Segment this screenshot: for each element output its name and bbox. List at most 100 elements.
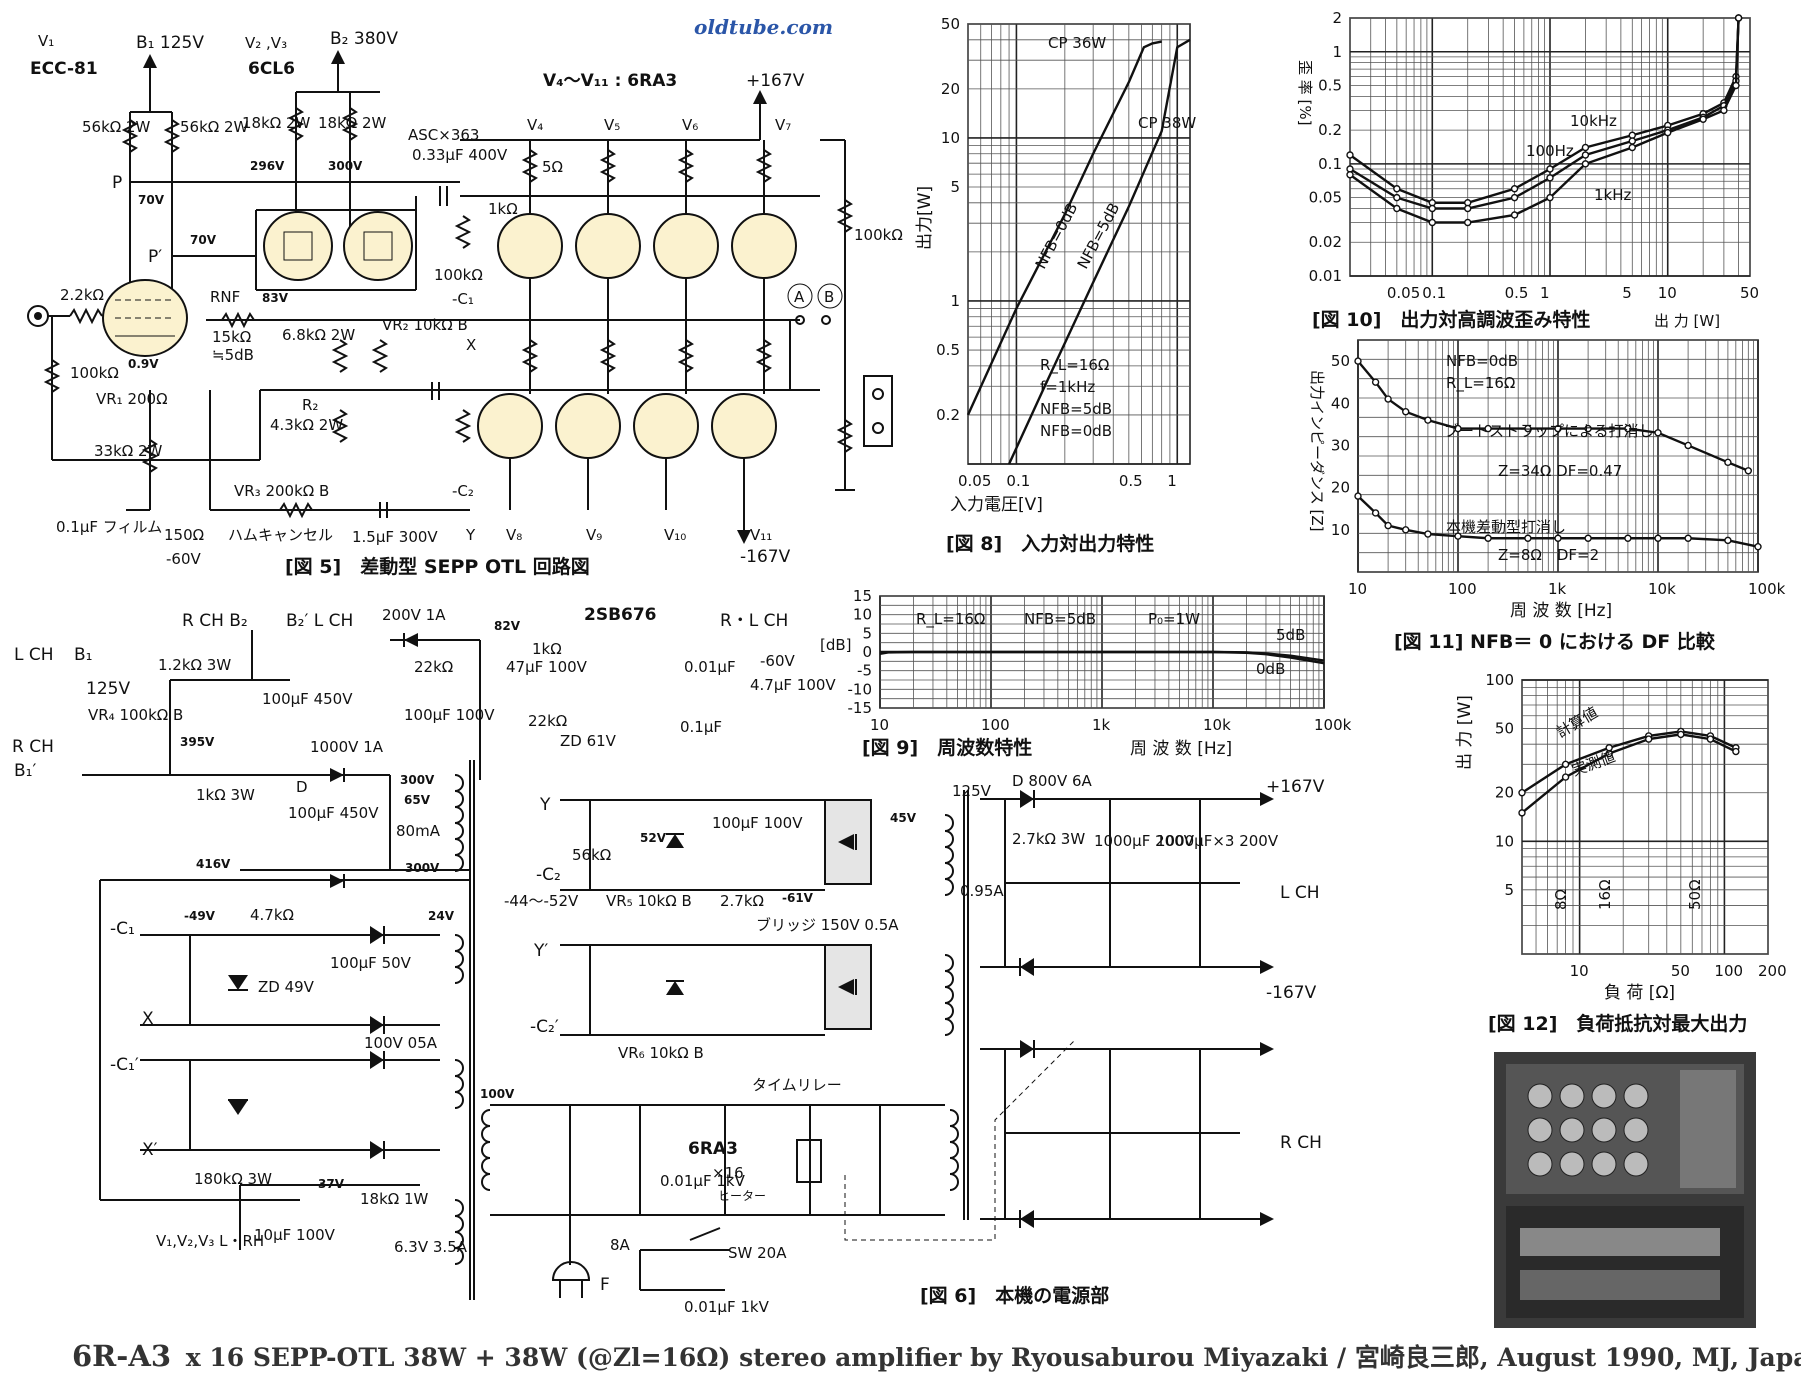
fig5-label: 300V <box>328 159 363 173</box>
fig12-point <box>1732 747 1740 756</box>
fig9-xtick: 100 <box>981 716 1010 734</box>
fig8-ytick: 5 <box>950 178 960 196</box>
fig6-label: 1000μF 200V <box>1094 832 1195 850</box>
fig10-point <box>1510 193 1519 202</box>
fig6-label: 4.7μF 100V <box>750 676 836 694</box>
fig12-point <box>1518 809 1526 817</box>
footer-description: x 16 SEPP-OTL 38W + 38W (@Zl=16Ω) stereo… <box>186 1343 1801 1372</box>
fig12-ytick: 50 <box>1495 720 1514 738</box>
fig10-point <box>1428 218 1436 227</box>
fig6-label: 100μF 100V <box>712 814 803 832</box>
fig6-label: VR₅ 10kΩ B <box>606 892 692 910</box>
fig6-label: 416V <box>196 857 231 871</box>
fig6-label: 2SB676 <box>584 605 657 625</box>
fig11-point <box>1724 458 1732 467</box>
fig6-label: R CH <box>12 737 54 757</box>
fig6-label: VR₆ 10kΩ B <box>618 1044 704 1062</box>
fig11-xtick: 10 <box>1348 580 1367 598</box>
footer-model: 6R-A3 <box>72 1339 171 1373</box>
fig12-point <box>1518 789 1526 797</box>
fig5-label: 5Ω <box>542 158 563 176</box>
fig5-label: 100kΩ <box>434 266 483 284</box>
fig10-point <box>1510 185 1519 193</box>
fig9-note: P₀=1W <box>1148 610 1200 628</box>
fig10-point <box>1732 81 1740 90</box>
fig11-note: R_L=16Ω <box>1446 374 1515 393</box>
fig10-ytick: 0.01 <box>1309 267 1342 285</box>
fig10-ytick: 0.1 <box>1318 155 1342 173</box>
fig5-label: ハムキャンセル <box>228 526 333 544</box>
fig11-note: Z=34Ω DF=0.47 <box>1498 462 1622 480</box>
fig10-point <box>1346 171 1354 179</box>
fig6-label: 100μF 450V <box>288 804 379 822</box>
fig9-xtick: 10 <box>870 716 889 734</box>
fig8-xtick: 0.5 <box>1119 472 1143 490</box>
fig11-xtick: 10k <box>1648 580 1676 598</box>
v1-label: V₁ <box>38 32 54 50</box>
fig6-label: 1kΩ 3W <box>196 786 255 804</box>
fig11-point <box>1371 509 1380 517</box>
fig11-xlabel: 周 波 数 [Hz] <box>1510 601 1612 621</box>
fig5-label: V₆ <box>682 116 698 134</box>
fig6-label: ブリッジ 150V 0.5A <box>756 916 899 934</box>
fig12-ytick: 5 <box>1504 881 1514 899</box>
plus167-label: +167V <box>746 71 805 91</box>
fig12-note: 50Ω <box>1686 879 1704 910</box>
fig6-label: 37V <box>318 1177 345 1191</box>
fig11-note: NFB=0dB <box>1446 352 1518 370</box>
fig6-label: 1kΩ <box>532 640 562 658</box>
fig6-label: -60V <box>760 652 795 670</box>
fig5-caption: [図 5] 差動型 SEPP OTL 回路図 <box>285 555 590 578</box>
fig6-label: 22kΩ <box>414 658 453 676</box>
fig9-ytick: 5 <box>862 624 872 642</box>
fig6-label: 125V <box>86 679 130 699</box>
fig12-point <box>1706 735 1715 743</box>
fig8-xtick: 0.05 <box>958 472 991 490</box>
fig9-ytick: -5 <box>857 662 872 680</box>
fig6-label: 100μF 50V <box>330 954 412 972</box>
fig5-label: P′ <box>148 247 162 267</box>
fig12-note: 実測値 <box>1569 747 1617 779</box>
fig5-label: -C₂ <box>452 482 474 500</box>
fig12-ytick: 10 <box>1495 832 1514 850</box>
fig5-label: ASC×363 <box>408 126 479 144</box>
fig12-xlabel: 負 荷 [Ω] <box>1604 983 1675 1003</box>
fig5-label: 296V <box>250 159 285 173</box>
fig6-label: ヒーター <box>718 1189 766 1203</box>
fig11-point <box>1754 542 1762 551</box>
fig6-label: VR₄ 100kΩ B <box>88 706 183 724</box>
fig5-label: V₄ <box>527 116 543 134</box>
fig6-label: ZD 61V <box>560 732 617 750</box>
fig9-note: 0dB <box>1256 660 1285 678</box>
fig6-label: 2.7kΩ <box>720 892 764 910</box>
fig5-label: 70V <box>190 233 217 247</box>
fig10-note: 100Hz <box>1526 142 1574 160</box>
fig10-point <box>1699 115 1707 123</box>
fig8-note: R_L=16Ω <box>1040 356 1109 375</box>
fig6-label: 4.7kΩ <box>250 906 294 924</box>
fig11-xtick: 100k <box>1748 580 1786 598</box>
fig6-label: 300V <box>405 861 440 875</box>
fig12-series-line <box>1521 730 1737 794</box>
fig6-label: F <box>600 1275 610 1295</box>
fig8-ytick: 20 <box>941 80 960 98</box>
fig10-ytick: 2 <box>1332 9 1342 27</box>
fig5-label: 4.3kΩ 2W <box>270 416 343 434</box>
fig12-note: 計算値 <box>1553 703 1601 741</box>
fig6-power-supply: L CH B₁ 125V R CH B₂ B₂′ L CH R CH B₁′ 1… <box>12 605 1325 1316</box>
b2-label: B₂ 380V <box>330 29 398 49</box>
fig9-xtick: 100k <box>1314 716 1352 734</box>
fig8-xtick: 0.1 <box>1006 472 1030 490</box>
fig6-caption: [図 6] 本機の電源部 <box>920 1284 1109 1307</box>
fig12-point <box>1645 735 1653 743</box>
fig9-ytick: 10 <box>853 606 872 624</box>
fig11-xtick: 100 <box>1448 580 1477 598</box>
fig5-label: Y <box>465 526 476 544</box>
fig6-label: -167V <box>1266 983 1317 1003</box>
fig8-series-line <box>966 40 1162 416</box>
fig11-point <box>1584 534 1592 542</box>
fig6-label: 1000V 1A <box>310 738 384 756</box>
fig11-point <box>1384 395 1392 403</box>
fig10-note: 10kHz <box>1570 112 1617 130</box>
